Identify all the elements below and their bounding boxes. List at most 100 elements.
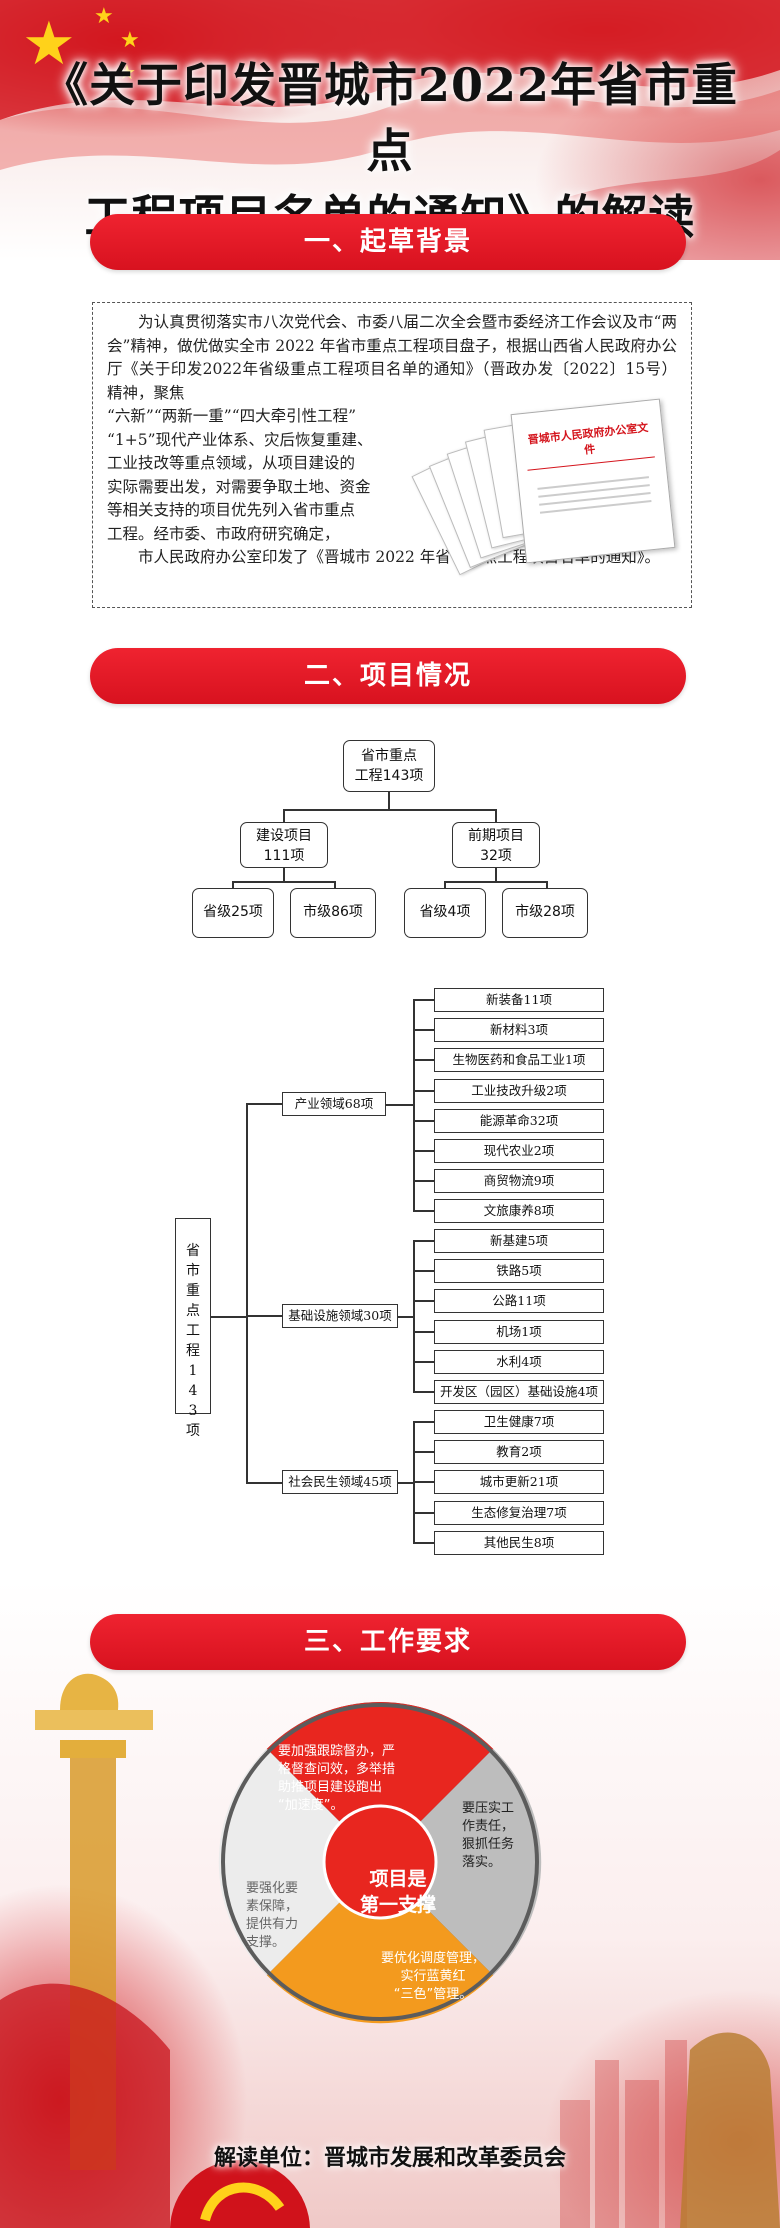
footer-issuer: 解读单位：晋城市发展和改革委员会 (213, 2146, 566, 2171)
pie-top-text: 要加强跟踪督办，严 格督查问效，多举措 助推项目建设跑出 “加速度”。 (278, 1743, 428, 1815)
pie-border (221, 1703, 539, 2021)
tree-node-line: 前期项目 (468, 828, 524, 844)
background-line: 等相关支持的项目优先列入省市重点 (107, 501, 356, 519)
livelihood-item: 其他民生8项 (434, 1531, 604, 1555)
tree-root-line: 省市重点 (361, 748, 417, 764)
pie-center-line: 项目是 (369, 1868, 427, 1890)
star-icon: ★ (22, 9, 76, 79)
connector-line (386, 1104, 414, 1106)
livelihood-item: 城市更新21项 (434, 1470, 604, 1494)
connector-line (413, 1512, 434, 1514)
root-char: 重 (186, 1283, 200, 1299)
root-char: 点 (186, 1303, 200, 1319)
tree-root-total: 省市重点 工程143项 (343, 740, 435, 792)
connector-line (283, 809, 497, 811)
pie-top-line: 助推项目建设跑出 (278, 1780, 383, 1795)
industry-item: 新装备11项 (434, 988, 604, 1012)
connector-line (388, 792, 390, 810)
connector-line (398, 1316, 414, 1318)
pie-left-line: 提供有力 (246, 1917, 299, 1932)
livelihood-item: 生态修复治理7项 (434, 1501, 604, 1525)
root-char: 市 (186, 1263, 200, 1279)
connector-line (413, 1059, 434, 1061)
pie-right-line: 狠抓任务 (462, 1837, 515, 1852)
livelihood-item: 教育2项 (434, 1440, 604, 1464)
background-line: “1+5”现代产业体系、灾后恢复重建、 (107, 430, 373, 449)
root-char: 项 (186, 1423, 200, 1439)
background-line: “六新”“两新一重”“四大牵引性工程” (107, 407, 357, 425)
connector-line (283, 868, 285, 882)
connector-line (413, 1361, 434, 1363)
industry-item: 生物医药和食品工业1项 (434, 1048, 604, 1072)
connector-line (283, 809, 285, 823)
document-header: 晋城市人民政府办公室文件 (523, 418, 655, 471)
pie-left-line: 支撑。 (246, 1935, 286, 1950)
connector-line (413, 1029, 434, 1031)
star-icon: ★ (120, 28, 140, 53)
infrastructure-item: 开发区（园区）基础设施4项 (434, 1380, 604, 1404)
industry-item: 现代农业2项 (434, 1139, 604, 1163)
pie-bottom-line: 实行蓝黄红 (400, 1969, 466, 1984)
connector-line (246, 1103, 282, 1105)
pie-bottom-text: 要优化调度管理， 实行蓝黄红 “三色”管理。 (368, 1950, 498, 2004)
pie-left-line: 要强化要 (246, 1881, 299, 1896)
livelihood-item: 卫生健康7项 (434, 1410, 604, 1434)
pie-segment-top (266, 1702, 494, 1862)
connector-line (444, 881, 446, 889)
pie-right-line: 作责任， (462, 1819, 515, 1834)
tree-leaf-preliminary-provincial: 省级4项 (404, 888, 486, 938)
tree-node-construction: 建设项目 111项 (240, 822, 328, 868)
tree-node-preliminary: 前期项目 32项 (452, 822, 540, 868)
pie-center-label: 项目是 第一支撑 (350, 1866, 446, 1918)
pie-center-circle (322, 1804, 438, 1920)
pie-segment-right (380, 1748, 542, 1976)
connector-line (413, 1210, 434, 1212)
pie-right-line: 要压实工 (462, 1801, 515, 1816)
connector-line (413, 999, 434, 1001)
pie-top-line: “加速度”。 (278, 1798, 344, 1813)
section-header-projects: 二、项目情况 (90, 648, 686, 704)
connector-line (334, 881, 336, 889)
connector-line (495, 809, 497, 823)
background-line: 工业技改等重点领域，从项目建设的 (107, 454, 356, 472)
pie-top-line: 格督查问效，多举措 (278, 1762, 396, 1777)
connector-line (413, 1090, 434, 1092)
pie-left-line: 素保障， (246, 1899, 299, 1914)
tree-node-line: 建设项目 (256, 828, 312, 844)
root-char: 4 (188, 1383, 198, 1399)
connector-line (413, 1120, 434, 1122)
pie-top-line: 要加强跟踪督办，严 (278, 1744, 396, 1759)
root-char: 工 (186, 1323, 200, 1339)
star-icon: ★ (118, 60, 136, 84)
pie-bottom-line: “三色”管理。 (393, 1987, 473, 2002)
bottom-decoration (0, 1673, 780, 2228)
connector-line (495, 868, 497, 882)
infrastructure-item: 新基建5项 (434, 1229, 604, 1253)
connector-line (413, 1331, 434, 1333)
connector-line (413, 1150, 434, 1152)
infrastructure-item: 水利4项 (434, 1350, 604, 1374)
connector-line (413, 1391, 434, 1393)
infrastructure-item: 机场1项 (434, 1320, 604, 1344)
root-char: 1 (188, 1363, 198, 1379)
pie-segment-bottom (266, 1862, 494, 2024)
connector-line (546, 881, 548, 889)
infrastructure-item: 铁路5项 (434, 1259, 604, 1283)
industry-item: 能源革命32项 (434, 1109, 604, 1133)
infrastructure-item: 公路11项 (434, 1289, 604, 1313)
tree2-root-total: 省 市 重 点 工 程 1 4 3 项 (175, 1218, 211, 1439)
connector-line (413, 1421, 434, 1423)
connector-line (413, 999, 415, 1211)
connector-line (413, 1300, 434, 1302)
connector-line (444, 881, 548, 883)
background-line: 工程。经市委、市政府研究确定， (107, 524, 340, 543)
connector-line (413, 1542, 434, 1544)
connector-line (398, 1482, 414, 1484)
connector-line (246, 1103, 248, 1483)
industry-item: 工业技改升级2项 (434, 1079, 604, 1103)
category-industry: 产业领域68项 (282, 1092, 386, 1116)
tree-leaf-construction-provincial: 省级25项 (192, 888, 274, 938)
pie-right-text: 要压实工 作责任， 狠抓任务 落实。 (462, 1800, 532, 1872)
connector-line (211, 1316, 247, 1318)
connector-line (413, 1451, 434, 1453)
